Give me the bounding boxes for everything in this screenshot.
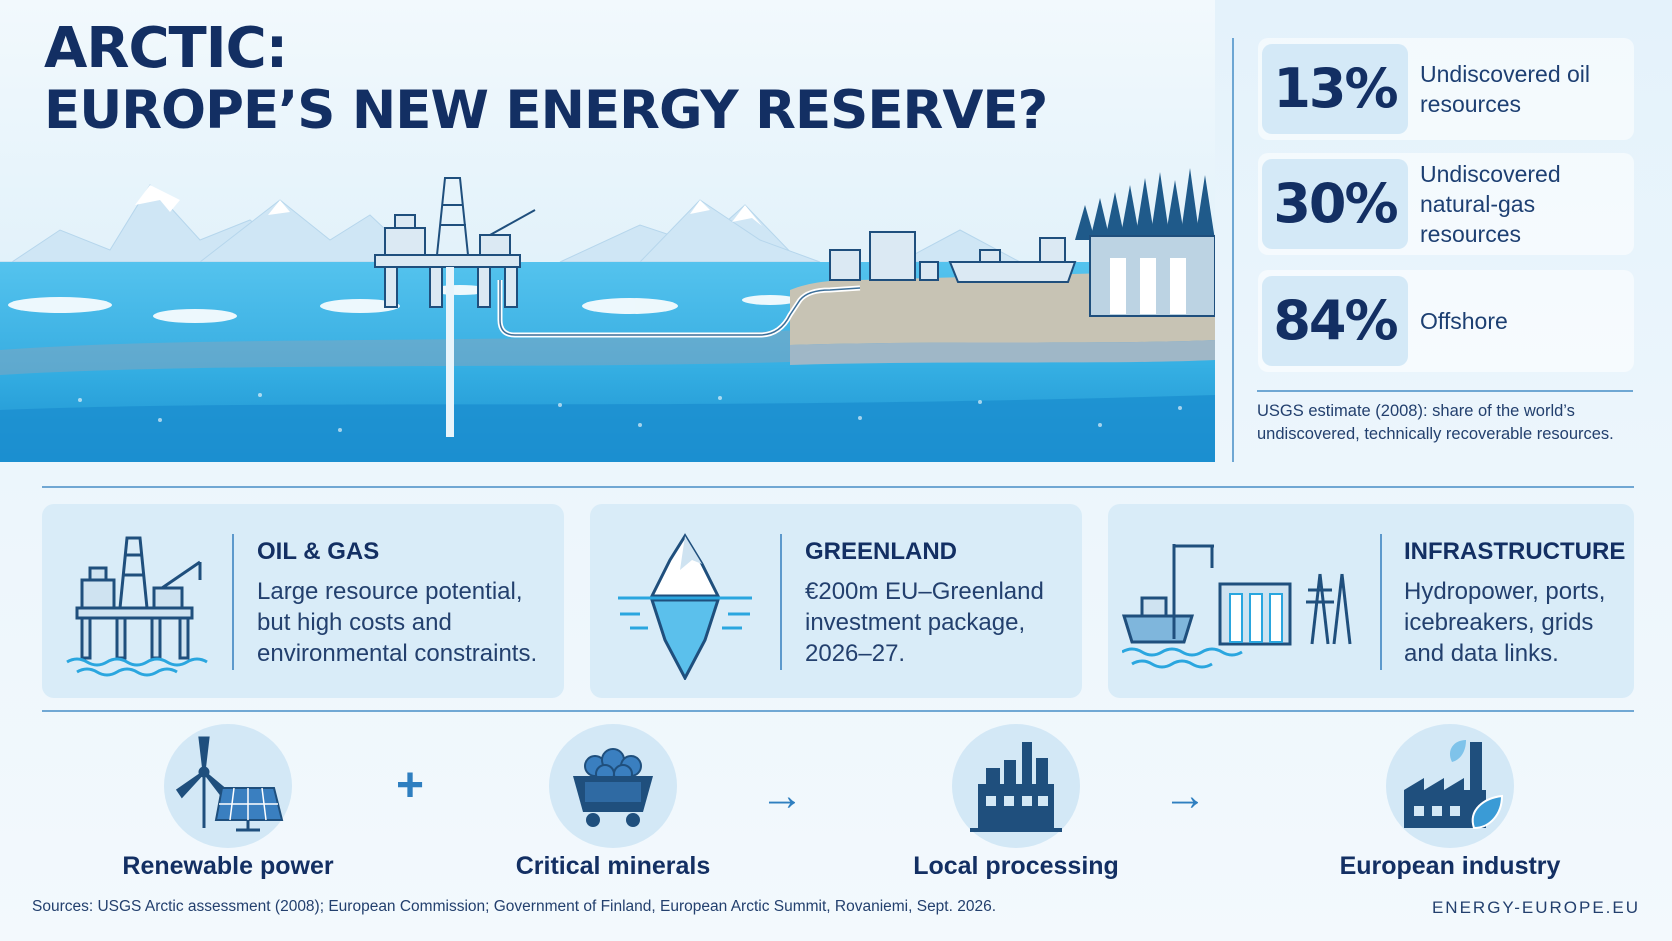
wind-solar-icon <box>175 736 284 832</box>
flow-circle <box>1386 724 1514 848</box>
flow-critical-minerals: Critical minerals <box>463 724 763 881</box>
sources-note: Sources: USGS Arctic assessment (2008); … <box>32 898 997 915</box>
stat-value: 84% <box>1262 276 1408 366</box>
card-separator <box>780 534 782 670</box>
flow-circle <box>952 724 1080 848</box>
stat-label: Undiscovered oil resources <box>1420 61 1591 117</box>
iceberg-icon <box>618 533 752 680</box>
flow-circle <box>549 724 677 848</box>
flow-label: European industry <box>1339 852 1561 880</box>
card-oil-gas: OIL & GAS Large resource potential, but … <box>42 504 564 698</box>
section-divider-top <box>42 486 1634 488</box>
card-title: OIL & GAS <box>257 538 380 565</box>
title-line-2: EUROPE’S NEW ENERGY RESERVE? <box>44 80 1048 141</box>
oil-rig-icon <box>66 536 208 677</box>
arrow-connector: → <box>1163 771 1207 820</box>
factory-icon <box>1404 740 1504 830</box>
arctic-scene-illustration <box>0 0 1215 462</box>
card-separator <box>232 534 234 670</box>
flow-european-industry: European industry <box>1300 724 1600 881</box>
flow-circle <box>164 724 292 848</box>
card-text: €200m EU–Greenland investment package, 2… <box>805 578 1044 667</box>
page-title: ARCTIC: EUROPE’S NEW ENERGY RESERVE? <box>44 16 1048 142</box>
stat-oil: 13% Undiscovered oil resources <box>1258 38 1634 140</box>
stat-offshore: 84% Offshore <box>1258 270 1634 372</box>
infrastructure-icon <box>1122 544 1352 669</box>
card-title: GREENLAND <box>805 538 958 565</box>
flow-label: Renewable power <box>122 852 334 880</box>
title-line-1: ARCTIC: <box>44 16 288 81</box>
stat-gas: 30% Undiscovered natural-gas resources <box>1258 153 1634 255</box>
card-text: Large resource potential, but high costs… <box>257 578 538 667</box>
card-separator <box>1380 534 1382 670</box>
card-infrastructure: INFRASTRUCTURE Hydropower, ports, icebre… <box>1108 504 1634 698</box>
flow-label: Local processing <box>913 852 1119 880</box>
stats-divider <box>1257 390 1633 392</box>
refinery-icon <box>970 742 1062 832</box>
stat-value: 13% <box>1262 44 1408 134</box>
card-title: INFRASTRUCTURE <box>1404 538 1626 565</box>
stat-label: Offshore <box>1420 308 1508 334</box>
brand-link[interactable]: ENERGY-EUROPE.EU <box>1431 898 1640 917</box>
flow-renewable-power: Renewable power <box>78 724 378 881</box>
flow-label: Critical minerals <box>515 852 711 880</box>
stat-label: Undiscovered natural-gas resources <box>1420 161 1561 247</box>
flow-local-processing: Local processing <box>866 724 1166 881</box>
card-text: Hydropower, ports, icebreakers, grids an… <box>1404 578 1606 667</box>
card-greenland: GREENLAND €200m EU–Greenland investment … <box>590 504 1082 698</box>
arrow-connector: → <box>760 771 804 820</box>
section-divider-bottom <box>42 710 1634 712</box>
vertical-divider <box>1232 38 1234 462</box>
mine-cart-icon <box>573 748 653 827</box>
stat-value: 30% <box>1262 159 1408 249</box>
hero-illustration: ARCTIC: EUROPE’S NEW ENERGY RESERVE? <box>0 0 1215 462</box>
stats-note: USGS estimate (2008): share of the world… <box>1257 402 1614 443</box>
plus-connector: + <box>396 759 425 812</box>
